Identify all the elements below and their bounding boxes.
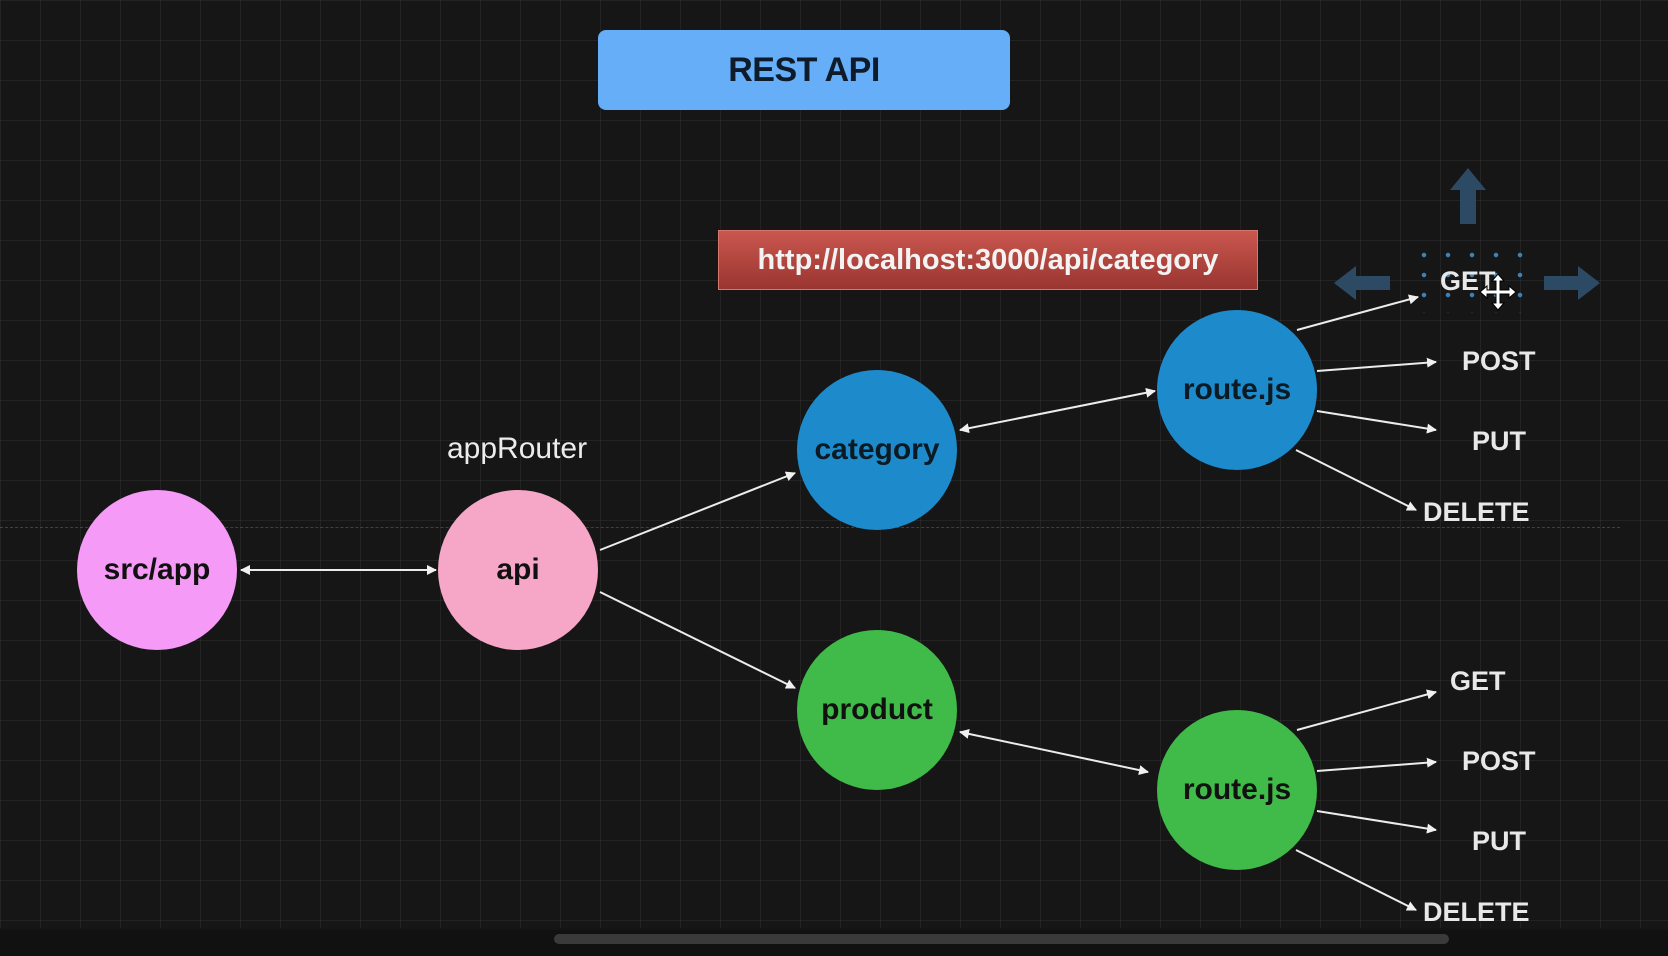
edge-product-route: [959, 728, 1149, 776]
node-api-label: api: [496, 553, 540, 586]
diagram-title-text: REST API: [728, 50, 880, 89]
node-api[interactable]: api: [438, 490, 598, 650]
url-label[interactable]: http://localhost:3000/api/category: [718, 230, 1258, 290]
node-product[interactable]: product: [797, 630, 957, 790]
url-text: http://localhost:3000/api/category: [757, 243, 1219, 276]
edge-route2-get: [1296, 689, 1437, 731]
node-category-route-label: route.js: [1182, 373, 1292, 406]
node-srcapp[interactable]: src/app: [77, 490, 237, 650]
node-product-route-label: route.js: [1182, 773, 1292, 806]
handle-arrow-left-icon[interactable]: [1334, 266, 1390, 300]
node-srcapp-label: src/app: [103, 553, 211, 586]
node-product-route[interactable]: route.js: [1157, 710, 1317, 870]
edge-route1-put: [1316, 410, 1437, 434]
edge-api-product: [599, 591, 796, 689]
category-method-put[interactable]: PUT: [1472, 426, 1526, 456]
product-method-post[interactable]: POST: [1462, 746, 1536, 776]
alignment-guide: [0, 527, 1620, 528]
node-category-label: category: [814, 433, 940, 466]
category-method-post[interactable]: POST: [1462, 346, 1536, 376]
node-product-label: product: [821, 693, 933, 726]
edge-route1-post: [1316, 357, 1437, 372]
handle-arrow-up-icon[interactable]: [1450, 168, 1486, 224]
category-method-delete[interactable]: DELETE: [1423, 497, 1530, 527]
product-method-delete[interactable]: DELETE: [1423, 897, 1530, 927]
diagram-title[interactable]: REST API: [598, 30, 1010, 110]
edge-route1-delete: [1295, 449, 1417, 511]
node-category-route[interactable]: route.js: [1157, 310, 1317, 470]
edge-route2-put: [1316, 810, 1437, 834]
edge-category-route: [959, 387, 1156, 434]
edge-api-category: [599, 471, 796, 551]
horizontal-scrollbar-thumb[interactable]: [554, 934, 1449, 944]
product-method-put[interactable]: PUT: [1472, 826, 1526, 856]
selection-handles[interactable]: [1412, 245, 1524, 313]
handle-arrow-right-icon[interactable]: [1544, 266, 1600, 300]
edge-route1-get: [1296, 294, 1419, 331]
approuter-label[interactable]: appRouter: [447, 432, 588, 465]
move-cursor-icon: [1479, 273, 1517, 311]
product-method-get[interactable]: GET: [1450, 666, 1506, 696]
edge-route2-delete: [1295, 849, 1417, 911]
edge-route2-post: [1316, 757, 1437, 772]
node-category[interactable]: category: [797, 370, 957, 530]
